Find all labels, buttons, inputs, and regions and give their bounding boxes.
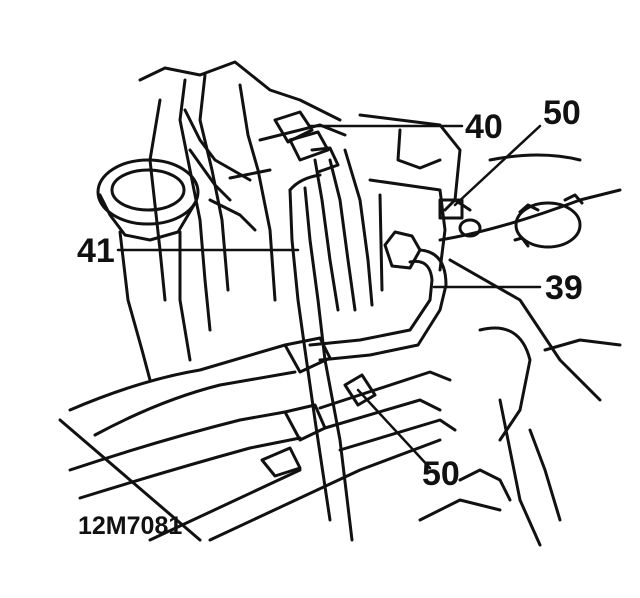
horizontal-hoses xyxy=(58,336,457,542)
filler-neck xyxy=(96,158,200,382)
callout-40: 40 xyxy=(465,108,503,146)
callout-50-top: 50 xyxy=(543,94,581,132)
leader-lines xyxy=(116,124,542,470)
leader-50-bottom xyxy=(356,388,432,470)
radiator-shroud xyxy=(138,60,347,332)
leader-50-top xyxy=(453,124,542,207)
housing-block xyxy=(358,113,472,292)
top-union-fitting xyxy=(273,110,340,174)
vertical-pipes xyxy=(288,148,374,542)
callout-41: 41 xyxy=(77,232,115,270)
curved-return-pipe xyxy=(308,230,448,362)
figure-code: 12M7081 xyxy=(78,512,182,540)
engine-right-side xyxy=(418,153,622,547)
lower-clip xyxy=(260,373,377,478)
callout-labels: 40 50 41 39 50 12M7081 xyxy=(77,94,583,540)
callout-50-bottom: 50 xyxy=(422,455,460,493)
callout-39: 39 xyxy=(545,269,583,307)
